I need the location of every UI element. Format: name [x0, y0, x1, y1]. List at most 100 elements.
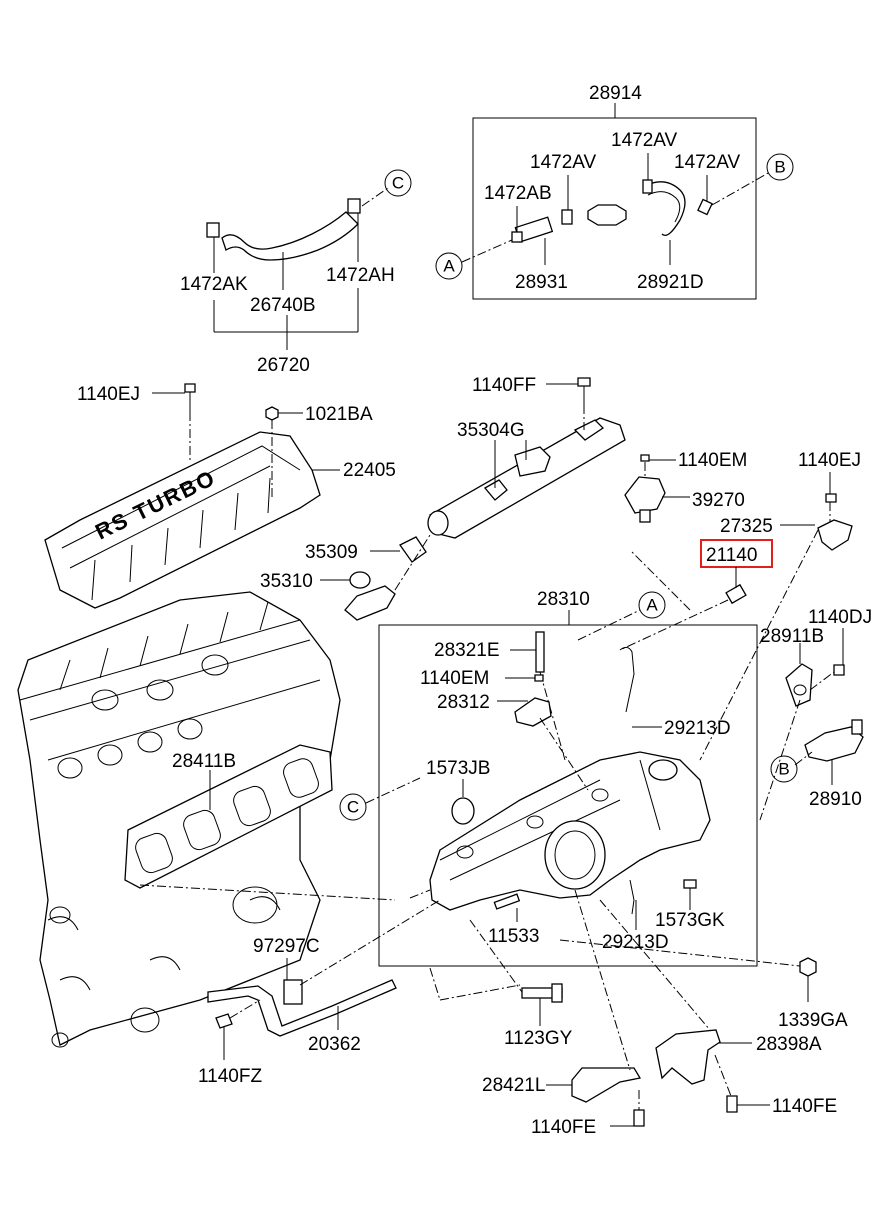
cap-1573GK [683, 879, 697, 889]
check-valve-shape [587, 204, 627, 226]
label-1472AK[interactable]: 1472AK [180, 274, 248, 295]
label-39270[interactable]: 39270 [692, 490, 745, 511]
clamp-1472AV-left [561, 209, 573, 225]
label-1140EJ-b[interactable]: 1140EJ [798, 450, 861, 471]
sensor-28312 [514, 697, 552, 727]
clip-97297C [283, 979, 303, 1005]
sensor-27325 [817, 519, 853, 551]
label-1140FZ[interactable]: 1140FZ [198, 1066, 262, 1087]
label-1140DJ[interactable]: 1140DJ [808, 607, 872, 628]
label-35304G[interactable]: 35304G [457, 420, 525, 441]
fuel-rail-group: 1140FF 35304G 35309 35310 [260, 375, 626, 621]
label-21140[interactable]: 21140 [706, 545, 757, 566]
label-1140EJ-a[interactable]: 1140EJ [77, 384, 140, 405]
label-22405[interactable]: 22405 [343, 460, 396, 481]
injector-clip-35309 [399, 536, 427, 563]
stud-11533 [493, 893, 521, 910]
pipe-20362 [207, 979, 397, 1037]
engine-cover-group: RS TURBO 1140EJ 1021BA 22405 [44, 383, 396, 609]
throttle-flange [544, 820, 606, 890]
label-1123GY[interactable]: 1123GY [504, 1028, 573, 1049]
label-1472AV-c[interactable]: 1472AV [674, 152, 741, 173]
clamp-1472AH [347, 198, 361, 214]
intake-manifold-box [378, 624, 758, 967]
pcv-hose-group: C 1472AK 1472AH 26740B 26720 [180, 169, 412, 376]
label-35309[interactable]: 35309 [305, 542, 358, 563]
nut-1021BA [265, 406, 279, 421]
clamp-1472AK [206, 222, 220, 238]
label-11533[interactable]: 11533 [488, 926, 539, 947]
callout-B-label-2: B [778, 760, 789, 779]
label-28398A[interactable]: 28398A [756, 1034, 822, 1055]
callout-B-valve [770, 755, 798, 783]
label-1140EM-b[interactable]: 1140EM [420, 668, 489, 689]
label-29213D-b[interactable]: 29213D [602, 932, 669, 953]
label-1140FE-b[interactable]: 1140FE [772, 1096, 837, 1117]
plug-1573JB [451, 797, 475, 825]
bolt-1140FE-a [633, 1109, 645, 1127]
brackets-group: 28398A 28421L 1140FE 1140FE [482, 889, 837, 1138]
rail-bracket-1 [514, 446, 551, 477]
label-1140EM-a[interactable]: 1140EM [678, 450, 747, 471]
valve-port [851, 719, 863, 735]
label-28921D[interactable]: 28921D [637, 272, 704, 293]
label-35310[interactable]: 35310 [260, 571, 313, 592]
label-28411B[interactable]: 28411B [172, 751, 236, 772]
intake-manifold-group: 28310 A 28321E 1140EM 28312 29213D [339, 589, 801, 967]
label-1021BA[interactable]: 1021BA [305, 404, 373, 425]
label-26720[interactable]: 26720 [257, 355, 310, 376]
label-1573JB[interactable]: 1573JB [426, 758, 490, 779]
label-1472AB[interactable]: 1472AB [484, 183, 552, 204]
bracket-28398A [655, 1029, 721, 1085]
pipe-28321E [535, 631, 545, 673]
clamp-1472AB [511, 231, 523, 243]
nut-1339GA-group: 1339GA [778, 957, 848, 1031]
bolt-1140EJ-b [825, 493, 837, 503]
label-1472AV-b[interactable]: 1472AV [611, 130, 678, 151]
label-26740B[interactable]: 26740B [250, 295, 316, 316]
label-20362[interactable]: 20362 [308, 1034, 361, 1055]
callout-C-label-2: C [347, 798, 359, 817]
bolt-1140FF [577, 377, 591, 387]
label-28910[interactable]: 28910 [809, 789, 862, 810]
label-28931[interactable]: 28931 [515, 272, 568, 293]
label-1472AH[interactable]: 1472AH [326, 265, 395, 286]
label-97297C[interactable]: 97297C [253, 936, 320, 957]
label-1140FE-a[interactable]: 1140FE [531, 1117, 596, 1138]
label-1140FF[interactable]: 1140FF [472, 375, 536, 396]
callout-B-label-1: B [774, 158, 785, 177]
bolt-1140FZ [215, 1013, 233, 1029]
bolt-1140EJ-cover [184, 383, 196, 393]
label-28310[interactable]: 28310 [537, 589, 590, 610]
label-28312[interactable]: 28312 [437, 692, 490, 713]
label-1339GA[interactable]: 1339GA [778, 1010, 848, 1031]
solenoid-valve-28910 [804, 726, 864, 762]
label-27325[interactable]: 27325 [720, 516, 773, 537]
label-1573GK[interactable]: 1573GK [655, 910, 725, 931]
hose-29213D-upper [619, 646, 635, 713]
callout-B-hosebox [766, 153, 794, 181]
label-28321E[interactable]: 28321E [434, 640, 500, 661]
bolt-1140FE-b [726, 1095, 738, 1113]
screw-1140EM-b [534, 674, 544, 682]
clamp-1472AV-mid [642, 179, 653, 194]
callout-C-manifold [339, 793, 367, 821]
clamp-1472AV-right [697, 198, 713, 216]
label-1472AV-a[interactable]: 1472AV [530, 152, 597, 173]
map-sensor-39270 [624, 476, 666, 514]
callout-A-label-1: A [443, 257, 455, 276]
valve-group: 1140DJ 28911B B 28910 [759, 607, 872, 821]
map-sensor-stem [639, 509, 651, 523]
label-28421L[interactable]: 28421L [482, 1075, 545, 1096]
rail-bracket-2 [484, 479, 508, 501]
label-28914[interactable]: 28914 [589, 83, 642, 104]
sensor-group: 1140EM 39270 1140EJ 27325 21140 [619, 450, 861, 761]
injector-35310 [344, 585, 396, 621]
hose-29213D-lower [629, 879, 635, 915]
manifold-gasket-group: 28411B [124, 744, 396, 901]
callout-C-label-1: C [392, 174, 404, 193]
label-28911B[interactable]: 28911B [760, 626, 824, 647]
fitting-21140 [725, 583, 747, 605]
label-29213D-a[interactable]: 29213D [664, 718, 731, 739]
